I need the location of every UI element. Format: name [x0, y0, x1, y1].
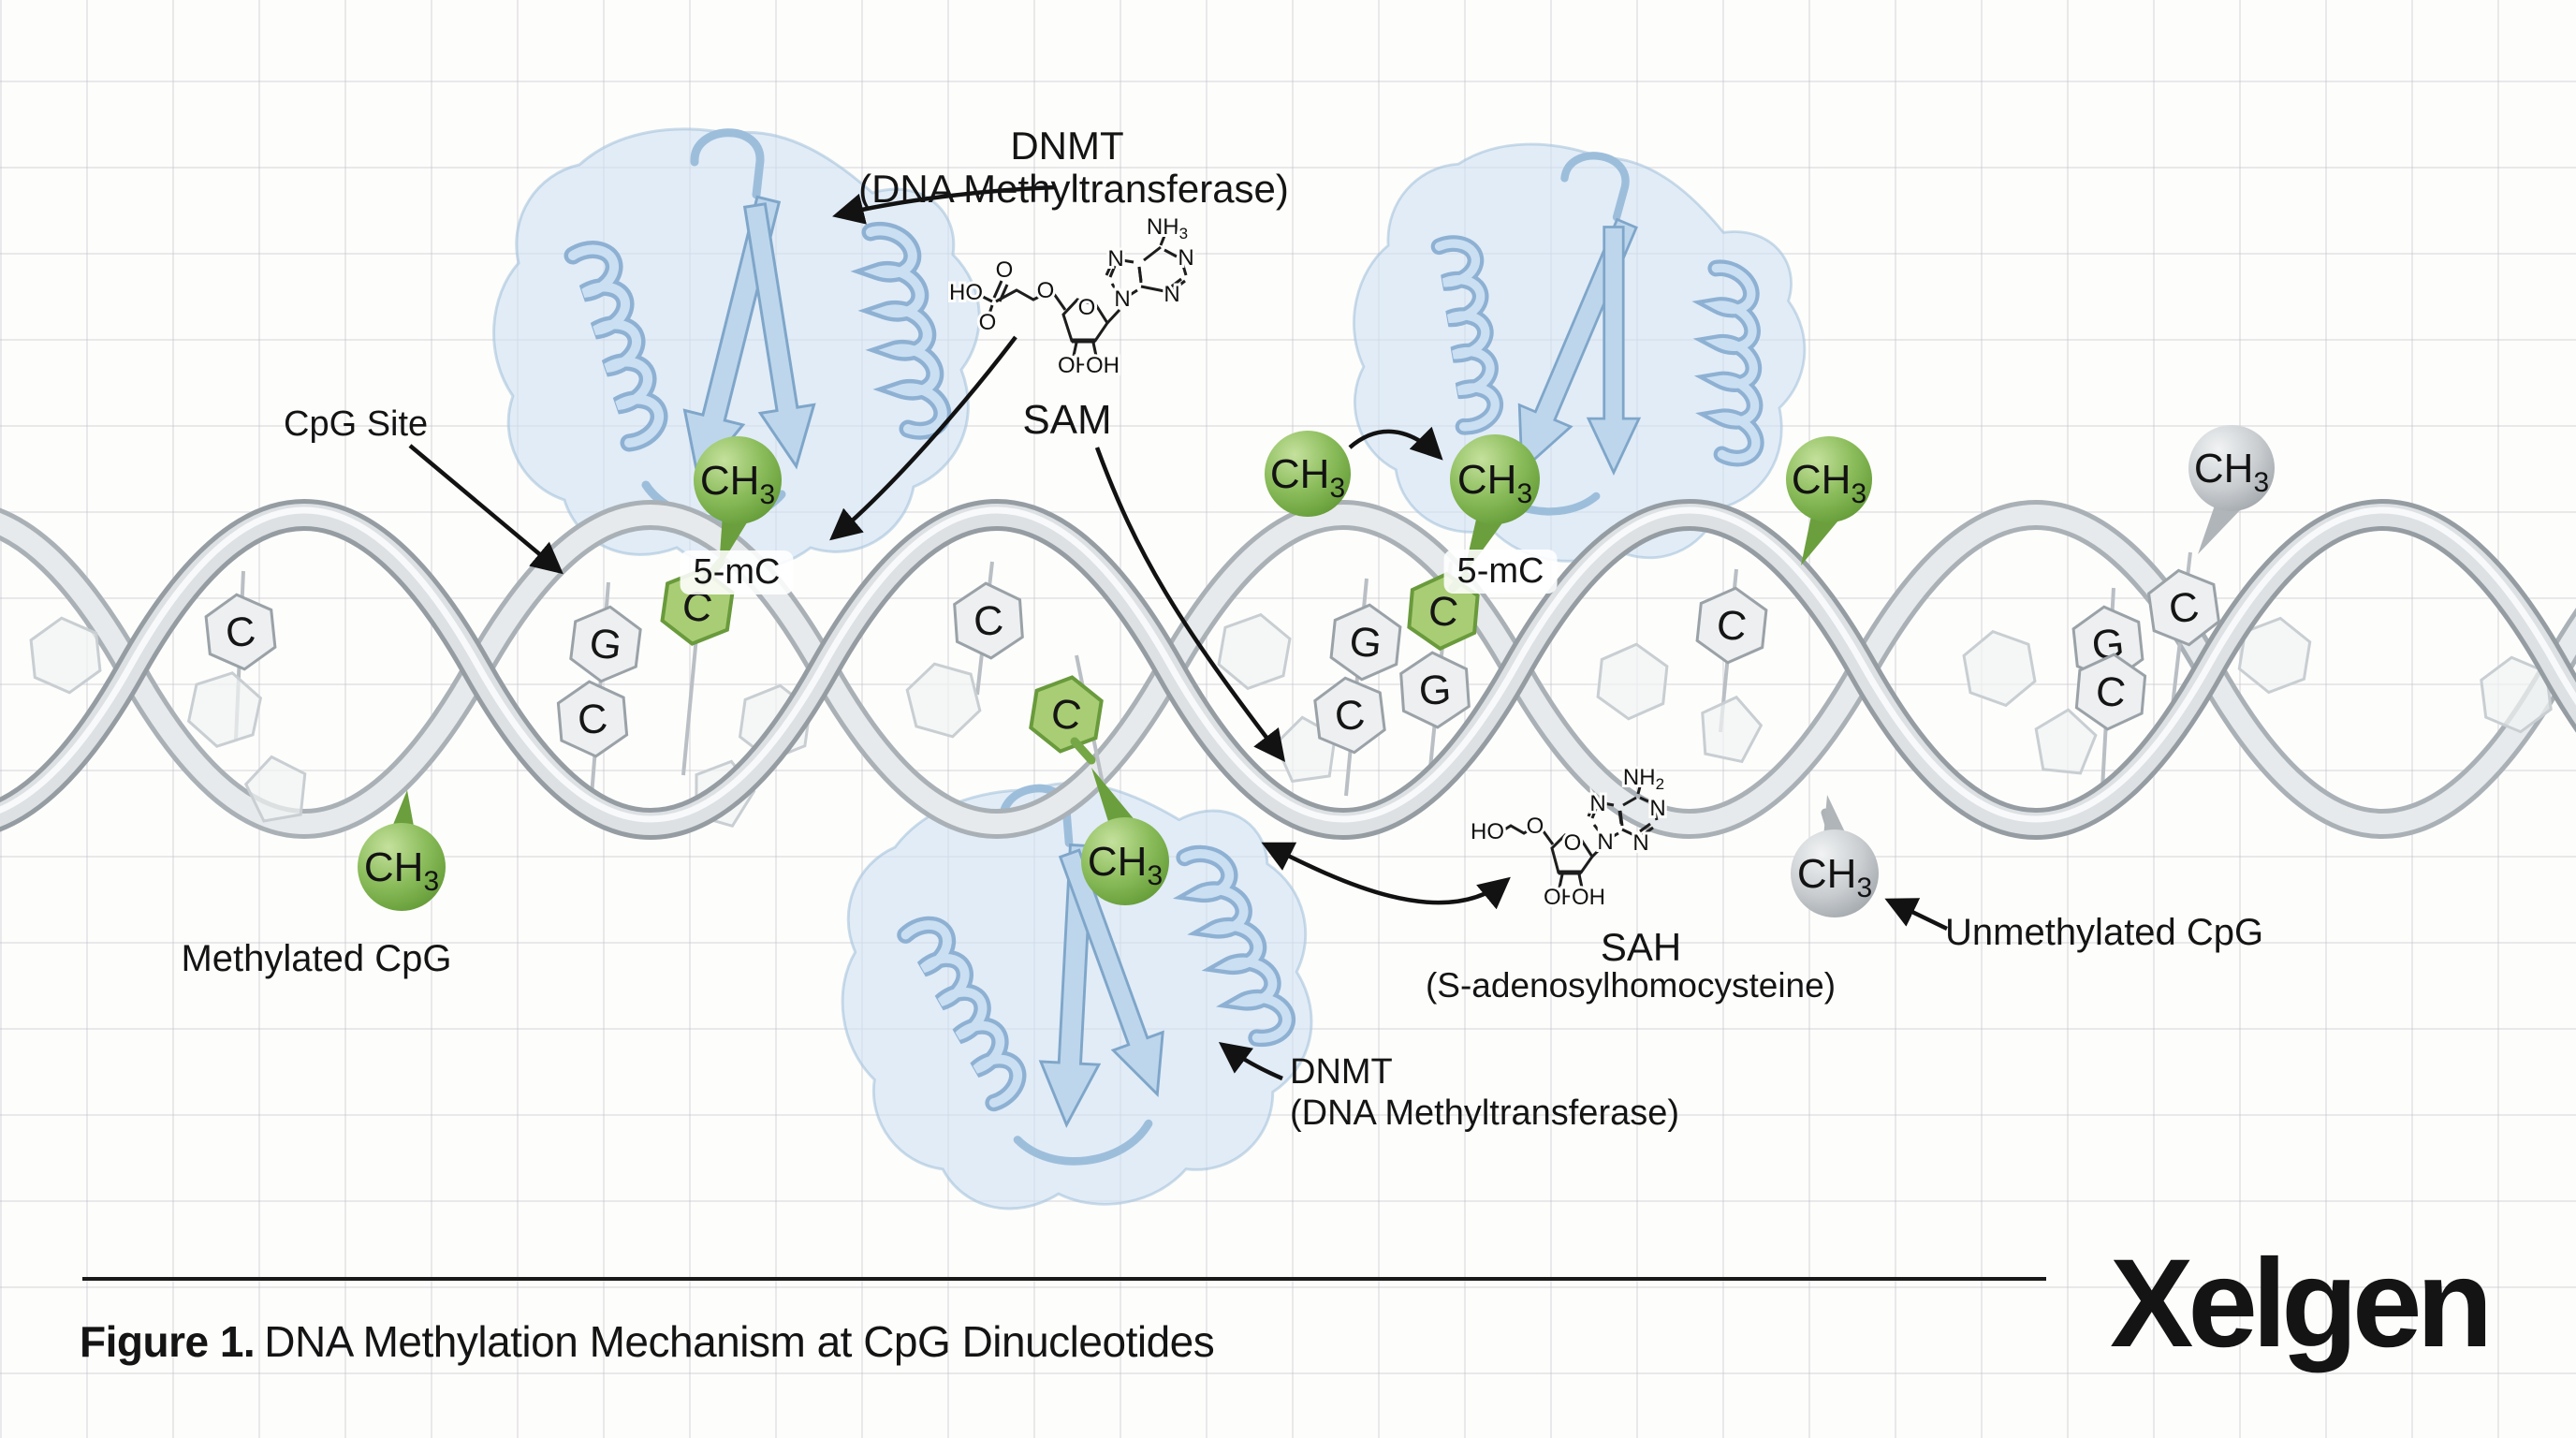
- base-letter: C: [2094, 668, 2128, 717]
- base-letter: C: [1332, 691, 1368, 741]
- arrow-sah-release: [1261, 842, 1511, 910]
- chem-label: N: [1107, 246, 1123, 271]
- chem-label: N: [1589, 791, 1605, 816]
- five-mc-label-2: 5-mC: [1443, 550, 1558, 594]
- figure-caption-text: DNA Methylation Mechanism at CpG Dinucle…: [264, 1317, 1215, 1366]
- methyl-group-ball-site1: CH3: [694, 436, 782, 568]
- svg-text:CH3: CH3: [1270, 451, 1345, 504]
- methyl-group-ball-product: CH3: [1081, 768, 1169, 905]
- svg-text:CH3: CH3: [1792, 457, 1866, 509]
- arrow-sam-to-site2: [1094, 447, 1286, 763]
- svg-text:NH2: NH2: [1623, 765, 1664, 793]
- chem-label: O: [1527, 814, 1544, 839]
- base-chip: C: [2144, 565, 2223, 651]
- base-letter: C: [2166, 583, 2202, 633]
- arrow-methyl-transfer: [1348, 426, 1443, 461]
- chem-label: OH: [1572, 885, 1605, 910]
- cpg-site-label: CpG Site: [284, 404, 429, 444]
- chem-label: OH: [1544, 885, 1577, 910]
- base-chip: C: [2073, 650, 2148, 734]
- base-chip: G: [566, 601, 645, 687]
- base-chip: C: [555, 677, 630, 761]
- base-chip: G: [1398, 649, 1472, 731]
- chem-label: O: [979, 310, 997, 335]
- chem-label: O: [1564, 830, 1582, 856]
- arrow-dnmt-bottom-to-protein: [1218, 1041, 1283, 1081]
- chem-label: HO: [949, 280, 983, 305]
- five-mc-label-1: 5-mC: [680, 550, 794, 594]
- sam-label: SAM: [1022, 397, 1112, 443]
- sah-label: SAH: [1600, 925, 1682, 969]
- annotation-arrows: [408, 184, 1948, 1081]
- base-letter: C: [1715, 601, 1749, 650]
- base-letter: C: [1047, 690, 1084, 740]
- base-chip: C: [202, 590, 279, 674]
- arrow-unmethylated-cpg: [1884, 898, 1948, 932]
- base-chip-methylated-cytosine: C: [1026, 670, 1106, 758]
- svg-text:CH3: CH3: [364, 844, 439, 897]
- base-letter: G: [1417, 667, 1453, 714]
- chem-label: N: [1178, 245, 1193, 271]
- chem-label: N: [1114, 286, 1130, 312]
- chem-label: N: [1632, 830, 1648, 856]
- svg-text:CH3: CH3: [1457, 457, 1532, 509]
- dnmt-protein-bottom: [807, 740, 1351, 1249]
- brand-logo: Xelgen: [2110, 1234, 2493, 1373]
- dna-helix: [0, 499, 2576, 840]
- chem-label: OH: [1086, 353, 1120, 378]
- figure-caption-prefix: Figure 1.: [80, 1317, 256, 1366]
- methyl-bond: [1070, 737, 1096, 765]
- base-letter: C: [972, 597, 1004, 645]
- base-letter: G: [1347, 618, 1383, 667]
- base-letter: C: [224, 608, 258, 656]
- svg-text:CH3: CH3: [1797, 851, 1872, 903]
- dna-bases: C G C C C C G C C G C G C C: [202, 563, 2223, 761]
- arrow-sam-to-site1: [829, 335, 1017, 541]
- methyl-group-ball-unmethylated: CH3: [1791, 795, 1879, 917]
- dnmt-bottom-label-line2: (DNA Methyltransferase): [1290, 1093, 1680, 1133]
- svg-text:CH3: CH3: [2194, 446, 2269, 498]
- base-chip: G: [1327, 600, 1404, 684]
- caption-divider: [82, 1277, 2046, 1281]
- chem-label: O: [1078, 295, 1096, 320]
- svg-text:CH3: CH3: [1088, 839, 1163, 891]
- base-letter: G: [587, 620, 624, 669]
- chem-label: OH: [1058, 353, 1091, 378]
- base-chip: C: [951, 580, 1026, 662]
- methyl-group-ball-site2: CH3: [1450, 434, 1540, 577]
- sam-molecule-structure: HO O O O O OH OH N N N N NH3: [946, 212, 1197, 381]
- methyl-group-ball-gray-top: CH3: [2188, 425, 2275, 554]
- arrow-cpg-site: [408, 444, 564, 575]
- sah-full-label: (S-adenosylhomocysteine): [1425, 966, 1837, 1005]
- chem-label: N: [1164, 282, 1179, 307]
- methyl-group-ball-free: CH3: [1265, 431, 1351, 517]
- dnmt-bottom-label-line1: DNMT: [1290, 1052, 1393, 1092]
- chem-label: N: [1649, 796, 1665, 821]
- chem-label: O: [1037, 278, 1055, 303]
- chem-label: O: [996, 257, 1014, 283]
- base-letter: C: [576, 696, 609, 744]
- base-chip-methylated-cytosine: C: [1405, 569, 1482, 653]
- methyl-group-ball-right: CH3: [1786, 436, 1872, 565]
- dnmt-top-label-line1: DNMT: [1010, 124, 1124, 168]
- chem-label: HO: [1471, 819, 1504, 844]
- chem-label: N: [1597, 829, 1613, 855]
- dnmt-top-label-line2: (DNA Methyltransferase): [858, 167, 1289, 211]
- base-letter: C: [1427, 588, 1460, 637]
- base-chip: C: [1693, 583, 1770, 668]
- figure-caption: Figure 1.DNA Methylation Mechanism at Cp…: [80, 1316, 1215, 1367]
- unmethylated-cpg-label: Unmethylated CpG: [1945, 912, 2264, 953]
- svg-text:NH3: NH3: [1147, 214, 1188, 242]
- base-chip: C: [1310, 672, 1389, 758]
- methylated-cpg-label: Methylated CpG: [181, 938, 452, 979]
- methyl-group-ball-methylated-cpg: CH3: [358, 790, 446, 911]
- svg-text:CH3: CH3: [700, 458, 775, 510]
- arrow-dnmt-top-to-protein: [832, 184, 1057, 225]
- sah-molecule-structure: HO O O OH OH N N N N NH2: [1468, 762, 1669, 913]
